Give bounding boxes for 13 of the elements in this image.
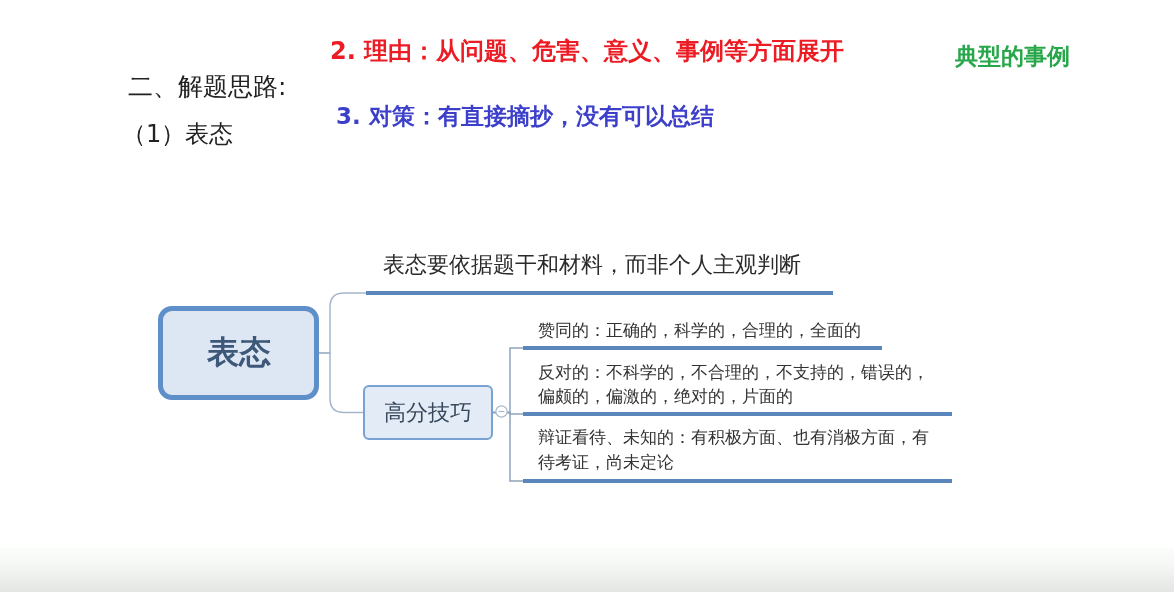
note-text: 典型的事例 — [955, 43, 1070, 71]
central-topic-box: 表态 — [158, 306, 319, 400]
subheading: （1）表态 — [122, 119, 234, 149]
note-text: 3. 对策：有直接摘抄，没有可以总结 — [336, 103, 714, 131]
underlined-topic: 反对的：不科学的，不合理的，不支持的，错误的，偏颇的，偏激的，绝对的，片面的 — [523, 358, 952, 416]
underlined-topic: 赞同的：正确的，科学的，合理的，全面的 — [523, 316, 882, 350]
connector-line — [318, 352, 364, 414]
note-text: 2. 理由：从问题、危害、意义、事例等方面展开 — [330, 36, 845, 66]
connector-line — [492, 411, 524, 482]
subtopic-box: 高分技巧 — [363, 385, 493, 440]
section-heading: 二、解题思路: — [128, 72, 287, 102]
underlined-topic: 辩证看待、未知的：有积极方面、也有消极方面，有待考证，尚未定论 — [523, 424, 952, 483]
underlined-topic: 表态要依据题干和材料，而非个人主观判断 — [366, 250, 833, 295]
